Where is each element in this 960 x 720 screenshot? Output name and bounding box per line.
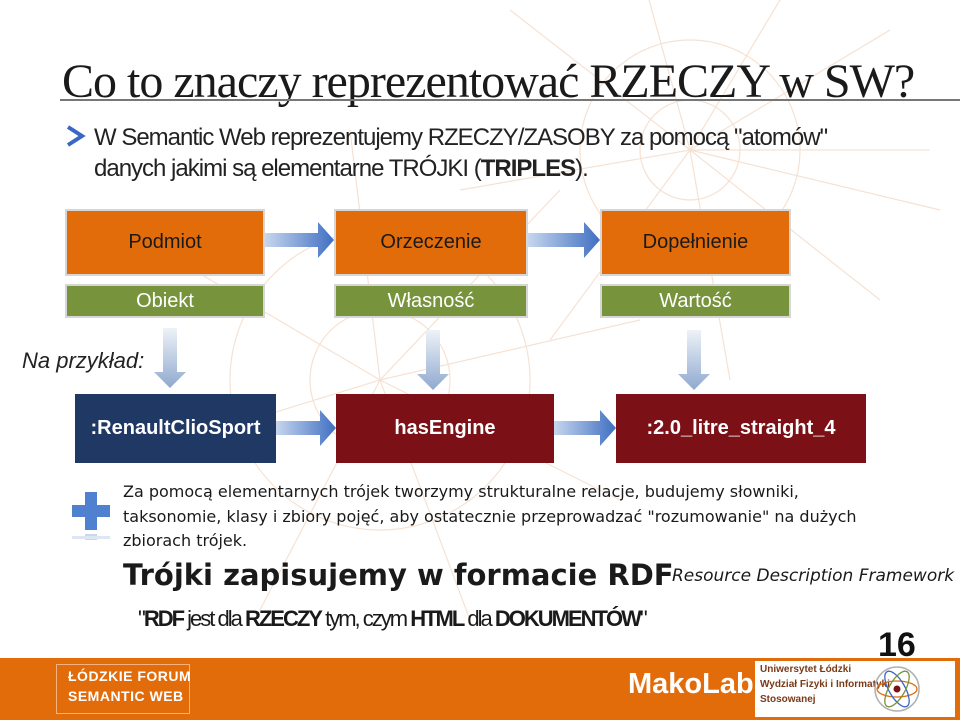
box-property: Własność (334, 284, 528, 318)
quote-word-rzeczy: RZECZY (244, 606, 323, 631)
description-paragraph: Za pomocą elementarnych trójek tworzymy … (123, 480, 923, 554)
description-line-3: zbiorach trójek. (123, 531, 248, 550)
example-predicate: hasEngine (336, 394, 554, 463)
university-logo-line-1: Uniwersytet Łódzki (760, 664, 852, 675)
intro-line-2-prefix: danych jakimi są elementarne TRÓJKI ( (94, 155, 482, 182)
quote-close: " (639, 606, 648, 631)
forum-logo (56, 664, 190, 714)
quote-word-html: HTML (410, 606, 465, 631)
example-subject: :RenaultClioSport (75, 394, 276, 463)
university-logo-line-3: Stosowanej (760, 694, 816, 705)
quote-text-3: dla (463, 606, 495, 631)
box-object: Dopełnienie (600, 209, 791, 276)
intro-line-1: W Semantic Web reprezentujemy RZECZY/ZAS… (94, 124, 828, 151)
title-divider (60, 99, 960, 101)
rdf-expansion: Resource Description Framework (672, 566, 955, 586)
forum-logo-line-2: SEMANTIC WEB (68, 688, 184, 704)
forum-logo-line-1: ŁÓDZKIE FORUM (68, 668, 192, 684)
rdf-quote: "RDF jest dla RZECZY tym, czym HTML dla … (138, 606, 648, 632)
box-resource: Obiekt (65, 284, 265, 318)
intro-bullet: W Semantic Web reprezentujemy RZECZY/ZAS… (94, 122, 894, 184)
intro-line-2: danych jakimi są elementarne TRÓJKI (TRI… (94, 153, 894, 184)
intro-line-2-bold: TRIPLES (480, 155, 576, 182)
makolab-logo: MakoLab (628, 668, 754, 700)
quote-text-2: tym, czym (320, 606, 411, 631)
intro-line-2-suffix: ). (575, 155, 589, 182)
university-logo (755, 661, 955, 717)
example-label: Na przykład: (22, 348, 145, 373)
page-number: 16 (878, 626, 916, 664)
university-logo-line-2: Wydział Fizyki i Informatyki (760, 679, 890, 690)
chevron-right-icon (66, 125, 86, 147)
physics-emblem-icon (874, 666, 920, 712)
quote-open: " (138, 606, 146, 631)
rdf-headline: Trójki zapisujemy w formacie RDF (123, 558, 674, 592)
plus-icon (72, 492, 110, 540)
quote-text-1: jest dla (183, 606, 245, 631)
box-value: Wartość (600, 284, 791, 318)
description-line-2: taksonomie, klasy i zbiory pojęć, aby os… (123, 506, 857, 526)
description-line-1: Za pomocą elementarnych trójek tworzymy … (123, 482, 799, 501)
box-predicate: Orzeczenie (334, 209, 528, 276)
box-subject: Podmiot (65, 209, 265, 276)
quote-word-rdf: RDF (143, 606, 185, 631)
example-object: :2.0_litre_straight_4 (616, 394, 866, 463)
quote-word-dokumentow: DOKUMENTÓW (494, 606, 642, 631)
